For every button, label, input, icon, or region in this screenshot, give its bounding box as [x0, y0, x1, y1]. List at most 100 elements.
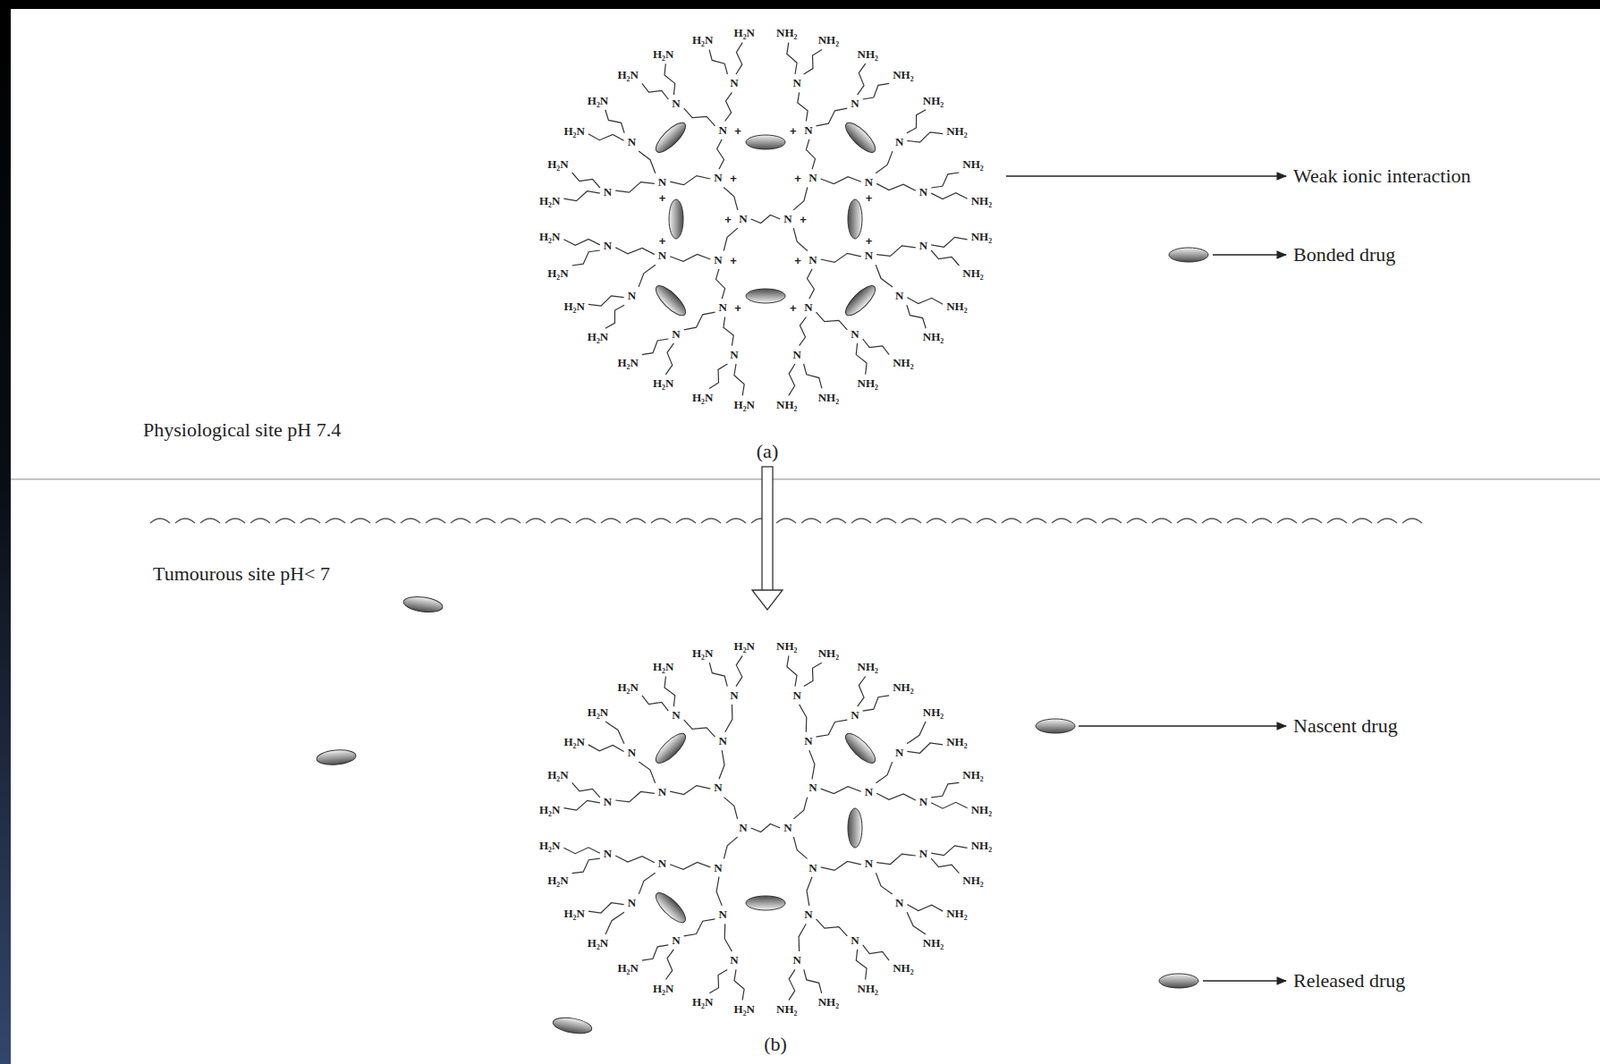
amine-nitrogen: N	[671, 934, 680, 948]
amine-nitrogen: N	[808, 781, 817, 795]
bond-chain	[725, 704, 733, 733]
bond-chain	[638, 151, 656, 174]
bond-chain	[788, 969, 796, 1000]
bond-chain	[736, 42, 743, 75]
bond-chain	[816, 312, 848, 331]
amine-nitrogen: N	[850, 709, 859, 722]
bond-chain	[809, 750, 815, 779]
site-label: Physiological site pH 7.4	[143, 419, 341, 441]
drug-molecule	[745, 896, 786, 911]
terminal-amine: NH₂	[971, 839, 992, 853]
charge-sign: +	[659, 191, 667, 204]
bond-chain	[804, 662, 822, 686]
bond-chain	[804, 50, 822, 75]
terminal-amine: NH₂	[922, 330, 944, 344]
bond-chain	[615, 182, 655, 194]
amine-nitrogen: N	[804, 908, 813, 922]
bond-chain	[664, 677, 676, 708]
bond-chain	[804, 969, 822, 993]
terminal-amine: H₂N	[692, 390, 713, 404]
terminal-amine: NH₂	[971, 230, 992, 244]
terminal-amine: H₂N	[587, 330, 609, 344]
bond-chain	[799, 317, 807, 347]
bond-chain	[709, 969, 728, 993]
amine-nitrogen: N	[895, 746, 904, 760]
amine-nitrogen: N	[808, 861, 817, 874]
terminal-amine: H₂N	[652, 982, 674, 995]
drug-molecule	[847, 199, 863, 239]
bond-chain	[669, 176, 711, 186]
amine-nitrogen: N	[603, 186, 612, 199]
drug-molecule	[841, 281, 880, 320]
terminal-amine: NH₂	[922, 937, 944, 950]
bond-chain	[572, 782, 601, 798]
divider-line	[10, 478, 1600, 480]
bond-chain	[723, 837, 737, 859]
terminal-amine: NH₂	[922, 94, 944, 108]
bond-chain	[736, 655, 743, 686]
drug-molecule	[651, 281, 690, 320]
bond-chain	[572, 172, 601, 188]
charge-sign: +	[789, 302, 797, 314]
amine-nitrogen: N	[671, 97, 680, 111]
terminal-amine: H₂N	[652, 377, 674, 390]
bond-chain	[642, 83, 669, 100]
bond-chain	[788, 364, 796, 396]
bond-chain	[642, 695, 669, 712]
amine-nitrogen: N	[729, 348, 738, 362]
bond-chain	[931, 782, 959, 798]
amine-nitrogen: N	[729, 76, 738, 90]
terminal-amine: NH₂	[971, 804, 992, 817]
bond-chain	[875, 264, 893, 288]
amine-nitrogen: N	[792, 348, 801, 362]
bond-chain	[709, 662, 728, 686]
terminal-amine: H₂N	[563, 907, 585, 921]
bond-chain	[605, 110, 625, 134]
bond-chain	[615, 247, 655, 255]
bond-chain	[615, 792, 655, 803]
amine-nitrogen: N	[895, 289, 904, 303]
terminal-amine: NH₂	[857, 48, 879, 61]
drug-molecule	[668, 199, 684, 239]
bond-chain	[876, 183, 916, 191]
bond-chain	[615, 855, 655, 864]
amine-nitrogen: N	[713, 781, 722, 795]
bond-chain	[734, 364, 745, 396]
bond-chain	[669, 786, 711, 796]
terminal-amine: H₂N	[539, 194, 560, 207]
bond-chain	[751, 215, 781, 224]
bond-chain	[563, 191, 600, 202]
amine-nitrogen: N	[850, 328, 859, 341]
bond-chain	[793, 187, 808, 211]
amine-nitrogen: N	[738, 212, 747, 226]
terminal-amine: H₂N	[734, 397, 755, 411]
amine-nitrogen: N	[627, 289, 636, 303]
amine-nitrogen: N	[864, 786, 873, 799]
bond-chain	[931, 802, 967, 809]
bond-chain	[906, 297, 943, 305]
amine-nitrogen: N	[850, 934, 859, 948]
charge-sign: +	[734, 302, 742, 314]
bond-chain	[642, 945, 669, 961]
drug-molecule	[841, 118, 880, 157]
bond-chain	[821, 177, 862, 185]
charge-sign: +	[659, 235, 667, 247]
amine-nitrogen: N	[792, 76, 801, 90]
terminal-amine: H₂N	[652, 660, 674, 674]
amine-nitrogen: N	[718, 301, 727, 314]
bond-chain	[876, 854, 916, 864]
bond-chain	[931, 172, 959, 188]
bond-chain	[931, 858, 959, 874]
terminal-amine: NH₂	[892, 680, 914, 694]
bond-chain	[816, 108, 848, 127]
amine-nitrogen: N	[713, 171, 722, 185]
bond-chain	[797, 92, 808, 121]
terminal-amine: NH₂	[962, 158, 983, 171]
terminal-amine: NH₂	[857, 660, 879, 674]
bond-chain	[638, 872, 655, 895]
bond-chain	[821, 253, 862, 263]
bond-chain	[723, 797, 737, 820]
charge-sign: +	[734, 124, 742, 136]
amine-nitrogen: N	[671, 328, 680, 341]
bond-chain	[863, 695, 889, 712]
